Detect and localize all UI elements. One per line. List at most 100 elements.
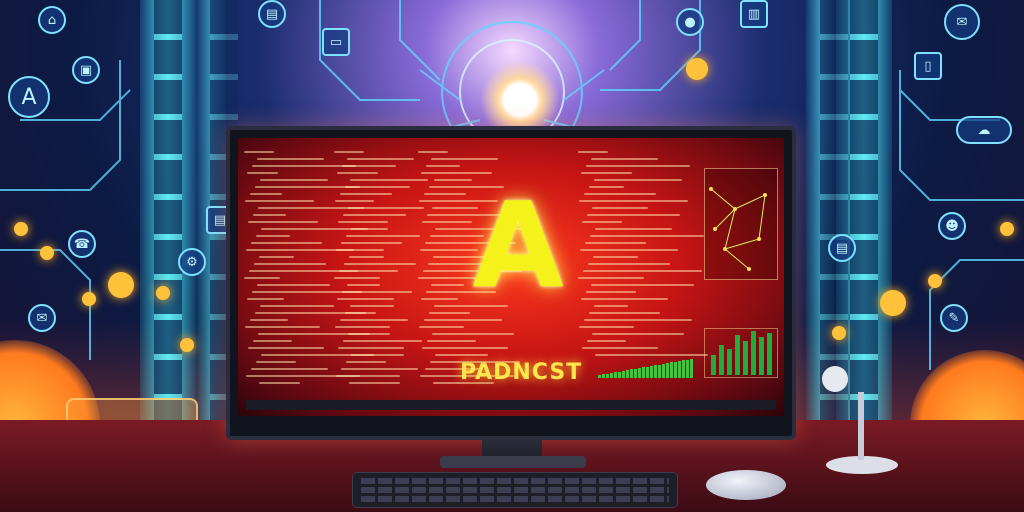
- code-line: [248, 221, 318, 223]
- key-row: [361, 496, 669, 502]
- code-line: [250, 319, 288, 321]
- code-line: [579, 326, 634, 328]
- tablet-icon: ▯: [914, 52, 942, 80]
- code-line: [426, 165, 460, 167]
- code-line: [581, 172, 632, 174]
- code-line: [259, 256, 294, 258]
- code-line: [245, 200, 314, 202]
- mini-chart-bar: [614, 372, 617, 378]
- chart-bar: [711, 355, 716, 375]
- microphone-base: [826, 456, 898, 474]
- mini-bar-chart: [598, 358, 698, 378]
- mini-chart-bar: [670, 362, 673, 378]
- code-line: [351, 354, 404, 356]
- mini-chart-bar: [622, 370, 625, 378]
- code-line: [593, 256, 638, 258]
- mini-chart-bar: [598, 375, 601, 378]
- code-line: [587, 214, 680, 216]
- code-line: [430, 361, 520, 363]
- briefcase-icon: ▣: [72, 56, 100, 84]
- code-line: [578, 151, 608, 153]
- mini-chart-bar: [626, 370, 629, 378]
- document-icon: ▥: [740, 0, 768, 28]
- user-icon: ●: [676, 8, 704, 36]
- computer-monitor: A PADNCST: [226, 126, 796, 440]
- code-line: [594, 305, 628, 307]
- glow-node: [1000, 222, 1014, 236]
- code-line: [260, 305, 334, 307]
- code-line: [579, 200, 688, 202]
- glow-node: [928, 274, 942, 288]
- light-pillar-right-2: [806, 0, 848, 420]
- mini-chart-bar: [682, 360, 685, 378]
- gear-node: [686, 58, 708, 80]
- chart-bar: [751, 331, 756, 375]
- code-line: [580, 249, 678, 251]
- code-line: [351, 228, 388, 230]
- mail-icon: ✉: [944, 4, 980, 40]
- brand-text: PADNCST: [460, 360, 583, 385]
- code-line: [347, 158, 414, 160]
- code-line: [348, 207, 424, 209]
- code-line: [259, 382, 300, 384]
- key-row: [361, 478, 669, 484]
- gear-icon: ⚙: [178, 248, 206, 276]
- light-pillar-left: [140, 0, 196, 420]
- code-line: [427, 214, 510, 216]
- code-line: [345, 312, 376, 314]
- code-line: [334, 151, 364, 153]
- code-line: [582, 347, 658, 349]
- code-line: [343, 340, 422, 342]
- code-line: [247, 298, 284, 300]
- glow-node: [108, 272, 134, 298]
- code-line: [583, 270, 702, 272]
- code-line: [588, 263, 670, 265]
- code-line: [422, 221, 472, 223]
- mini-chart-bar: [686, 359, 689, 378]
- code-line: [587, 340, 626, 342]
- cloud-icon: ☁: [956, 116, 1012, 144]
- code-line: [341, 242, 402, 244]
- mini-chart-bar: [630, 369, 633, 378]
- code-line: [419, 200, 498, 202]
- network-graph: [709, 187, 767, 271]
- code-line: [244, 277, 280, 279]
- code-line: [431, 284, 464, 286]
- folder-icon-top: ▤: [258, 0, 286, 28]
- mini-chart-bar: [654, 365, 657, 378]
- code-line: [258, 333, 370, 335]
- code-line: [338, 347, 404, 349]
- monitor-base: [440, 456, 586, 468]
- keyboard: [352, 472, 678, 508]
- code-line: [343, 214, 406, 216]
- mini-chart-bar: [638, 368, 641, 378]
- code-line: [421, 172, 492, 174]
- chart-bar: [719, 345, 724, 375]
- code-column-2: [334, 146, 428, 389]
- code-line: [581, 298, 668, 300]
- code-line: [589, 186, 624, 188]
- code-line: [429, 186, 504, 188]
- code-line: [336, 249, 384, 251]
- code-line: [419, 326, 464, 328]
- code-line: [344, 263, 416, 265]
- code-line: [348, 333, 390, 335]
- code-line: [435, 228, 522, 230]
- code-line: [420, 249, 478, 251]
- side-letter: A: [21, 84, 37, 110]
- code-line: [420, 375, 514, 377]
- code-line: [586, 291, 636, 293]
- code-line: [255, 312, 366, 314]
- code-line: [255, 186, 360, 188]
- taskbar: [246, 400, 776, 410]
- code-line: [592, 333, 684, 335]
- glow-node: [180, 338, 194, 352]
- code-line: [591, 158, 658, 160]
- code-line: [252, 165, 356, 167]
- code-line: [257, 284, 330, 286]
- code-line: [337, 298, 394, 300]
- code-line: [346, 235, 420, 237]
- microphone-arm: [858, 392, 864, 460]
- code-line: [261, 354, 374, 356]
